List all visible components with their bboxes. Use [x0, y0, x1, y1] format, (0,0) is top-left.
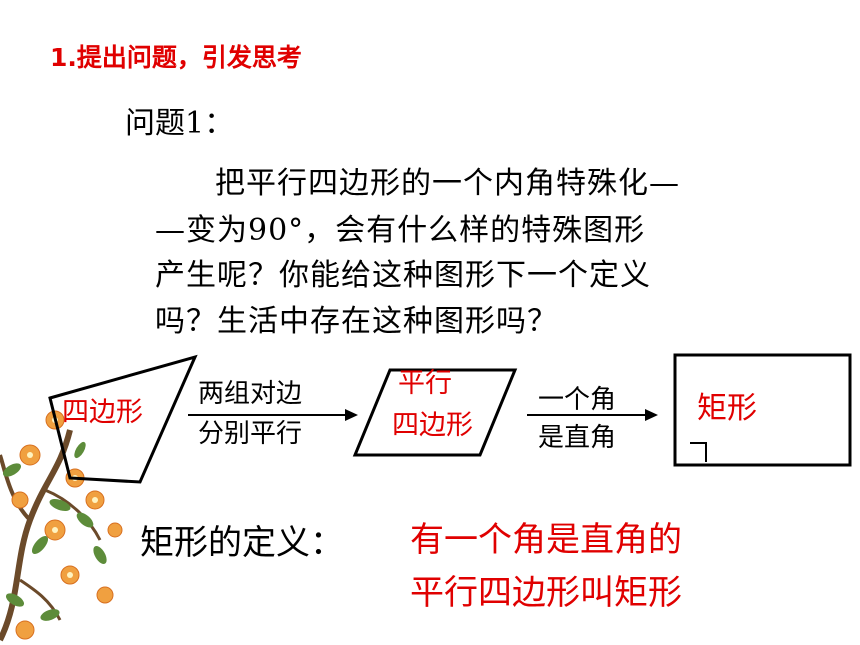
question-line-2: —变为90°，会有什么样的特殊图形: [155, 213, 646, 248]
rectangle-shape: [673, 353, 852, 467]
parallelogram-shape: [352, 368, 518, 457]
quadrilateral-shape: [48, 354, 198, 484]
right-angle-mark: [690, 442, 707, 462]
arrow-1-label-bottom: 分别平行: [198, 419, 303, 449]
question-line-1: 把平行四边形的一个内角特殊化—: [215, 166, 680, 201]
section-heading: 1.提出问题，引发思考: [50, 43, 302, 72]
rectangle-label: 矩形: [697, 391, 757, 426]
question-label: 问题1：: [125, 106, 235, 141]
arrow-2-label-top: 一个角: [538, 385, 617, 415]
question-line-4: 吗？生活中存在这种图形吗？: [155, 304, 558, 339]
arrow-1-head: [345, 409, 358, 421]
arrow-1-label-top: 两组对边: [198, 379, 303, 409]
parallelogram-label-bottom: 四边形: [392, 410, 473, 441]
flower-branch-decoration: [0, 410, 123, 642]
definition-line-2: 平行四边形叫矩形: [410, 573, 682, 613]
question-line-3: 产生呢？你能给这种图形下一个定义: [155, 258, 651, 293]
definition-line-1: 有一个角是直角的: [410, 520, 682, 560]
arrow-2-label-bottom: 是直角: [538, 423, 617, 453]
definition-label: 矩形的定义：: [140, 523, 344, 563]
parallelogram-label-top: 平行: [398, 368, 452, 399]
quadrilateral-label: 四边形: [62, 397, 143, 428]
arrow-2-head: [645, 409, 658, 421]
